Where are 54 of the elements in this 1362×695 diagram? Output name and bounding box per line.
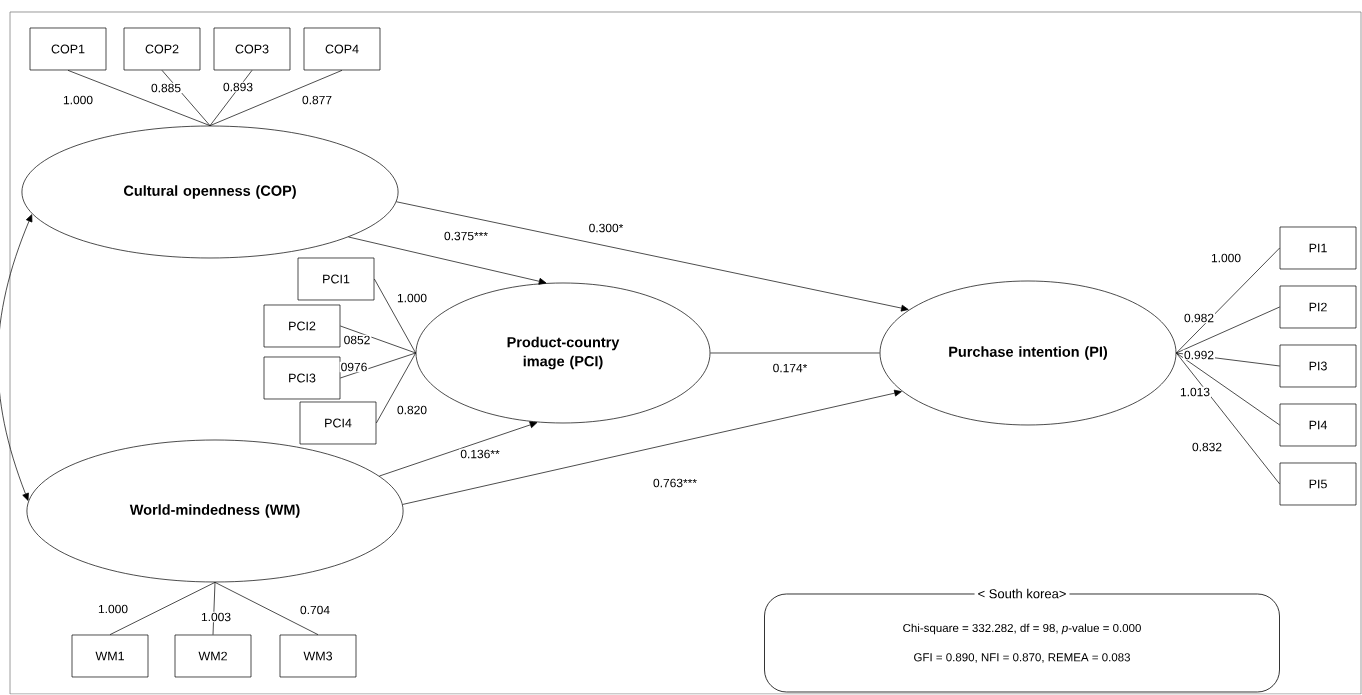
edge-label: 0.375*** bbox=[443, 230, 490, 242]
loading-line bbox=[710, 352, 880, 354]
edge-label: 0.877 bbox=[301, 94, 333, 106]
edge-label: 0.832 bbox=[1191, 441, 1223, 453]
indicator-box: PCI4 bbox=[299, 401, 377, 445]
path-arrow bbox=[396, 201, 909, 312]
indicator-box: COP1 bbox=[29, 27, 107, 71]
indicator-box: PI1 bbox=[1279, 226, 1357, 270]
edge-label: 0.982 bbox=[1183, 312, 1215, 324]
edge-label: 0.885 bbox=[150, 82, 183, 94]
loading-line bbox=[376, 352, 416, 424]
loading-line bbox=[209, 70, 343, 126]
edge-label: 1.003 bbox=[200, 611, 233, 623]
edge-label: 0.992 bbox=[1183, 349, 1215, 361]
indicator-box: PCI3 bbox=[263, 356, 341, 400]
loading-line bbox=[1176, 247, 1280, 354]
indicator-box: PI5 bbox=[1279, 462, 1357, 506]
edge-label: 0.136** bbox=[459, 448, 501, 460]
indicator-box: PI4 bbox=[1279, 403, 1357, 447]
edge-label: 0.763*** bbox=[652, 477, 699, 489]
indicator-box: WM1 bbox=[71, 634, 149, 678]
path-arrow bbox=[348, 236, 547, 285]
path-arrow bbox=[402, 389, 902, 505]
indicator-box: WM3 bbox=[279, 634, 357, 678]
edge-label: 1.000 bbox=[1210, 252, 1242, 264]
edge-label: 0.893 bbox=[222, 81, 255, 93]
indicator-box: PI2 bbox=[1279, 285, 1357, 329]
edge-label: 0.300* bbox=[587, 222, 625, 234]
edge-label: 1.000 bbox=[62, 94, 95, 106]
loading-line bbox=[340, 352, 416, 379]
indicator-box: PCI1 bbox=[297, 257, 375, 301]
edge-label: 1.013 bbox=[1179, 386, 1211, 398]
loading-line bbox=[340, 325, 416, 354]
fit-index-box: < South korea> Chi-square = 332.282, df = 98, p-value = 0.000 GFI = 0.890, NFI = 0.870, REMEA = 0.083 bbox=[764, 587, 1280, 693]
loading-line bbox=[1176, 352, 1280, 426]
loading-line bbox=[67, 70, 211, 126]
edge-label: 0976 bbox=[339, 361, 369, 373]
loading-line bbox=[1176, 306, 1280, 354]
covariance-arrow bbox=[0, 214, 33, 501]
path-arrow bbox=[378, 421, 538, 477]
edge-label: 0.174* bbox=[771, 362, 809, 374]
indicator-box: COP4 bbox=[303, 27, 381, 71]
indicator-box: COP2 bbox=[123, 27, 201, 71]
indicator-box: WM2 bbox=[174, 634, 252, 678]
loading-line bbox=[1176, 352, 1280, 485]
edge-label: 0.704 bbox=[299, 604, 331, 616]
loading-line bbox=[109, 582, 216, 635]
indicator-box: COP3 bbox=[213, 27, 291, 71]
indicator-box: PCI2 bbox=[263, 304, 341, 348]
loading-line bbox=[374, 278, 416, 354]
loading-line bbox=[214, 582, 319, 635]
indicator-box: PI3 bbox=[1279, 344, 1357, 388]
edge-label: 1.000 bbox=[97, 603, 130, 615]
edge-label: 0852 bbox=[342, 334, 372, 346]
